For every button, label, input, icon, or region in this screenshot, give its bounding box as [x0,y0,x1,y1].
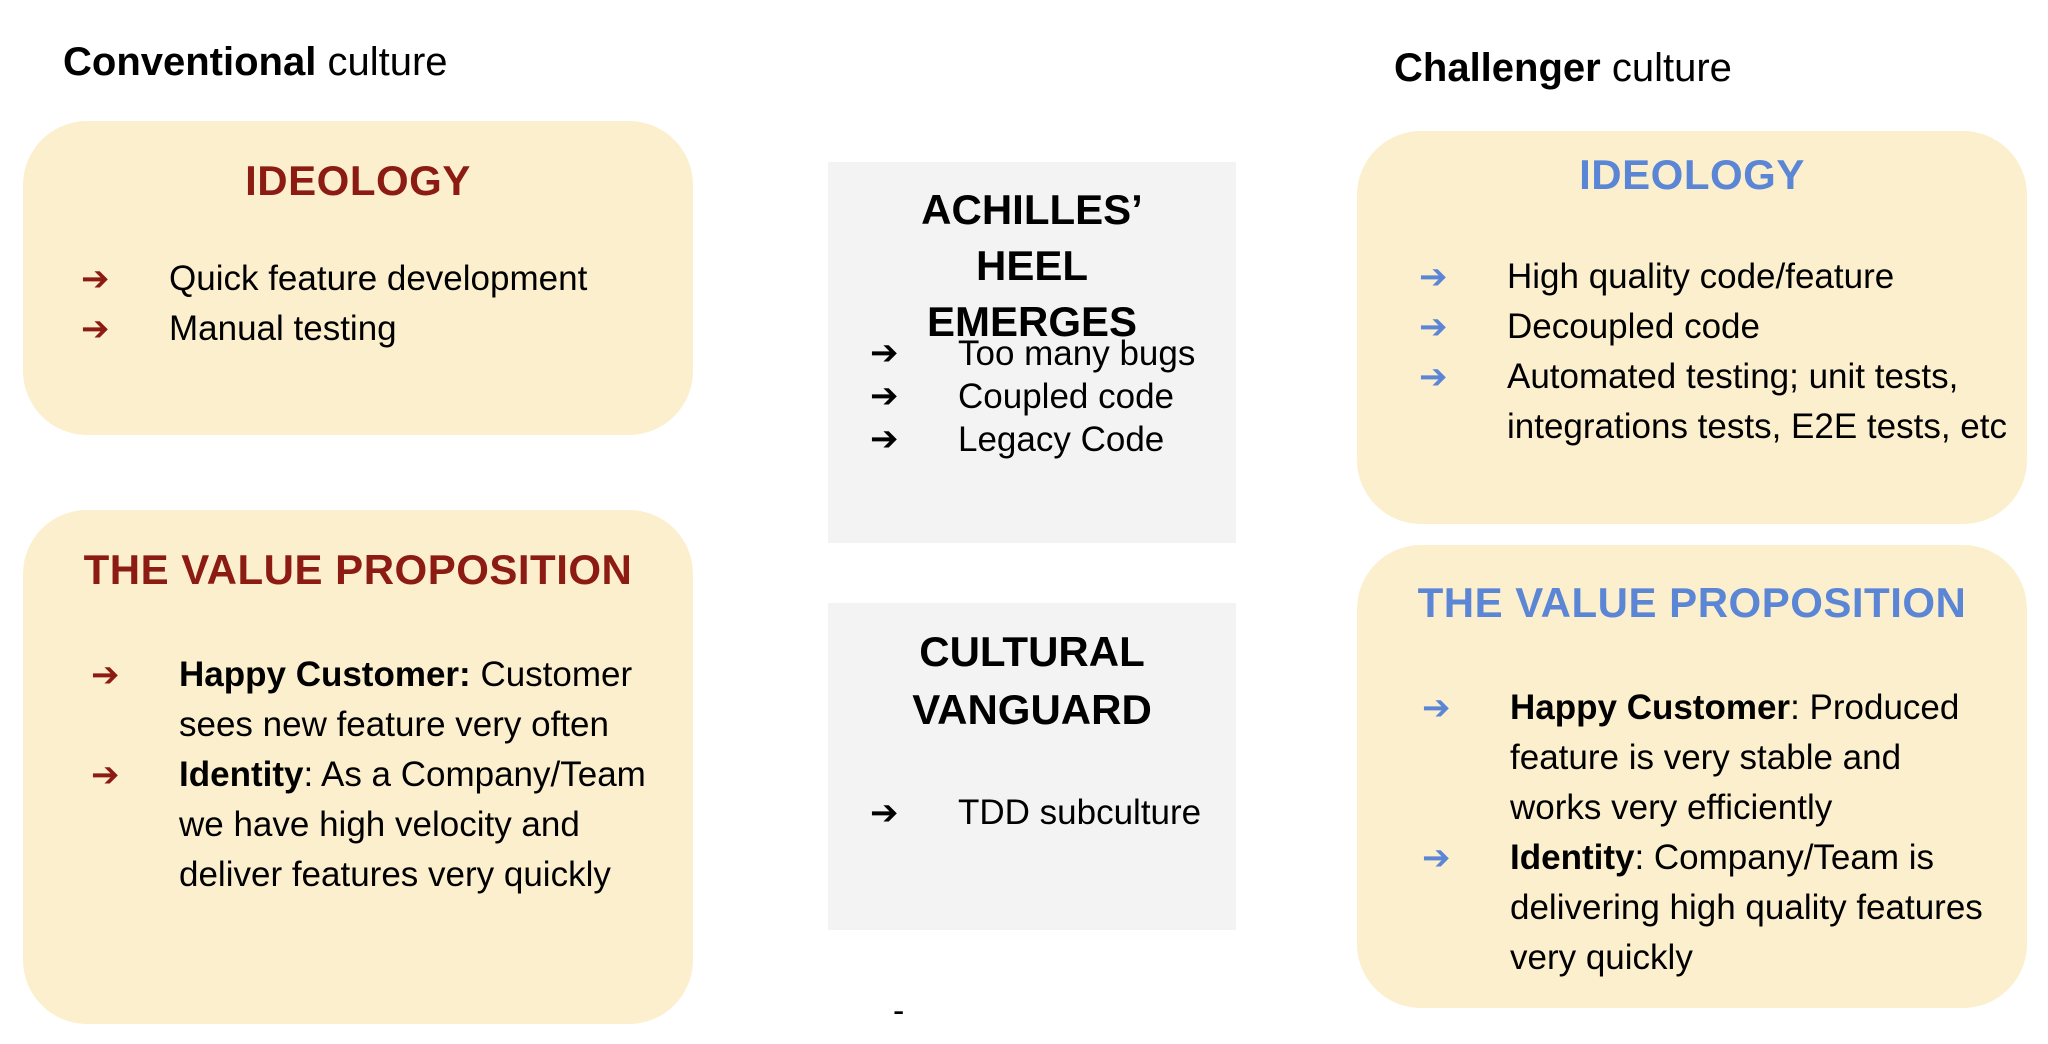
conventional-heading-rest: culture [316,40,448,84]
list-item-text: : Produced feature is very stable and wo… [1510,688,1960,827]
list-item-bold: Identity [179,755,304,794]
list-item: ➔ High quality code/feature [1419,252,2007,302]
right-arrow-icon: ➔ [870,420,899,458]
right-arrow-icon: ➔ [870,334,899,372]
list-item-text: Coupled code [958,377,1174,416]
list-item-text: : As a Company/Team we have high velocit… [179,755,646,894]
right-arrow-icon: ➔ [1419,258,1448,296]
right-arrow-icon: ➔ [1419,358,1448,396]
right-arrow-icon: ➔ [1419,308,1448,346]
right-arrow-icon: ➔ [91,756,120,794]
cultural-vanguard-list: ➔ TDD subculture [828,788,1236,838]
conventional-value-list: ➔ Happy Customer: Customer sees new feat… [91,650,659,900]
list-item-bold: Happy Customer [1510,688,1791,727]
challenger-ideology-card: IDEOLOGY ➔ High quality code/feature ➔ D… [1357,131,2027,524]
list-item: ➔ Manual testing [23,304,693,354]
list-item: ➔ Automated testing; unit tests, integra… [1419,352,2007,452]
list-item-text: High quality code/feature [1507,257,1895,296]
achilles-heel-box: ACHILLES’ HEEL EMERGES ➔ Too many bugs ➔… [828,162,1236,543]
cultural-vanguard-title: CULTURAL VANGUARD [912,628,1152,733]
conventional-value-card: THE VALUE PROPOSITION ➔ Happy Customer: … [23,510,693,1024]
list-item: ➔ Identity: As a Company/Team we have hi… [91,750,659,900]
footer-dash: - [893,992,905,1030]
right-arrow-icon: ➔ [1422,689,1451,727]
right-arrow-icon: ➔ [870,794,899,832]
challenger-heading-bold: Challenger [1394,46,1601,90]
list-item-text: Decoupled code [1507,307,1760,346]
challenger-value-list: ➔ Happy Customer: Produced feature is ve… [1422,683,2000,983]
list-item-text: : Company/Team is delivering high qualit… [1510,838,1983,977]
challenger-heading-rest: culture [1600,46,1732,90]
right-arrow-icon: ➔ [1422,839,1451,877]
list-item: ➔ Happy Customer: Produced feature is ve… [1422,683,2000,833]
right-arrow-icon: ➔ [870,377,899,415]
list-item: ➔ Happy Customer: Customer sees new feat… [91,650,659,750]
right-arrow-icon: ➔ [91,656,120,694]
list-item-text: Automated testing; unit tests, integrati… [1507,357,2007,446]
list-item-bold: Identity [1510,838,1635,877]
list-item: ➔ Quick feature development [23,254,693,304]
list-item-text: Customer sees new feature very often [179,655,633,744]
conventional-heading-bold: Conventional [63,40,317,84]
list-item: ➔ TDD subculture [828,788,1236,838]
list-item: ➔ Decoupled code [1419,302,2007,352]
challenger-culture-heading: Challenger culture [1394,46,1732,91]
conventional-ideology-card: IDEOLOGY ➔ Quick feature development ➔ M… [23,121,693,435]
challenger-ideology-list: ➔ High quality code/feature ➔ Decoupled … [1419,252,2007,452]
right-arrow-icon: ➔ [81,260,110,298]
list-item-text: TDD subculture [958,793,1202,832]
challenger-value-card: THE VALUE PROPOSITION ➔ Happy Customer: … [1357,545,2027,1008]
list-item-text: Manual testing [169,309,397,348]
conventional-ideology-title: IDEOLOGY [245,157,471,204]
conventional-culture-heading: Conventional culture [63,40,448,85]
challenger-value-title: THE VALUE PROPOSITION [1417,579,1967,626]
conventional-ideology-list: ➔ Quick feature development ➔ Manual tes… [23,254,693,354]
achilles-heel-list: ➔ Too many bugs ➔ Coupled code ➔ Legacy … [828,332,1236,461]
conventional-value-title: THE VALUE PROPOSITION [83,546,633,593]
list-item-text: Legacy Code [958,420,1165,459]
list-item-bold: Happy Customer: [179,655,471,694]
cultural-vanguard-box: CULTURAL VANGUARD ➔ TDD subculture [828,603,1236,930]
list-item: ➔ Identity: Company/Team is delivering h… [1422,833,2000,983]
list-item-text: Quick feature development [169,259,588,298]
challenger-ideology-title: IDEOLOGY [1579,151,1805,198]
list-item: ➔ Too many bugs [828,332,1236,375]
list-item: ➔ Coupled code [828,375,1236,418]
right-arrow-icon: ➔ [81,310,110,348]
list-item: ➔ Legacy Code [828,418,1236,461]
list-item-text: Too many bugs [958,334,1196,373]
achilles-heel-title: ACHILLES’ HEEL EMERGES [921,186,1143,345]
